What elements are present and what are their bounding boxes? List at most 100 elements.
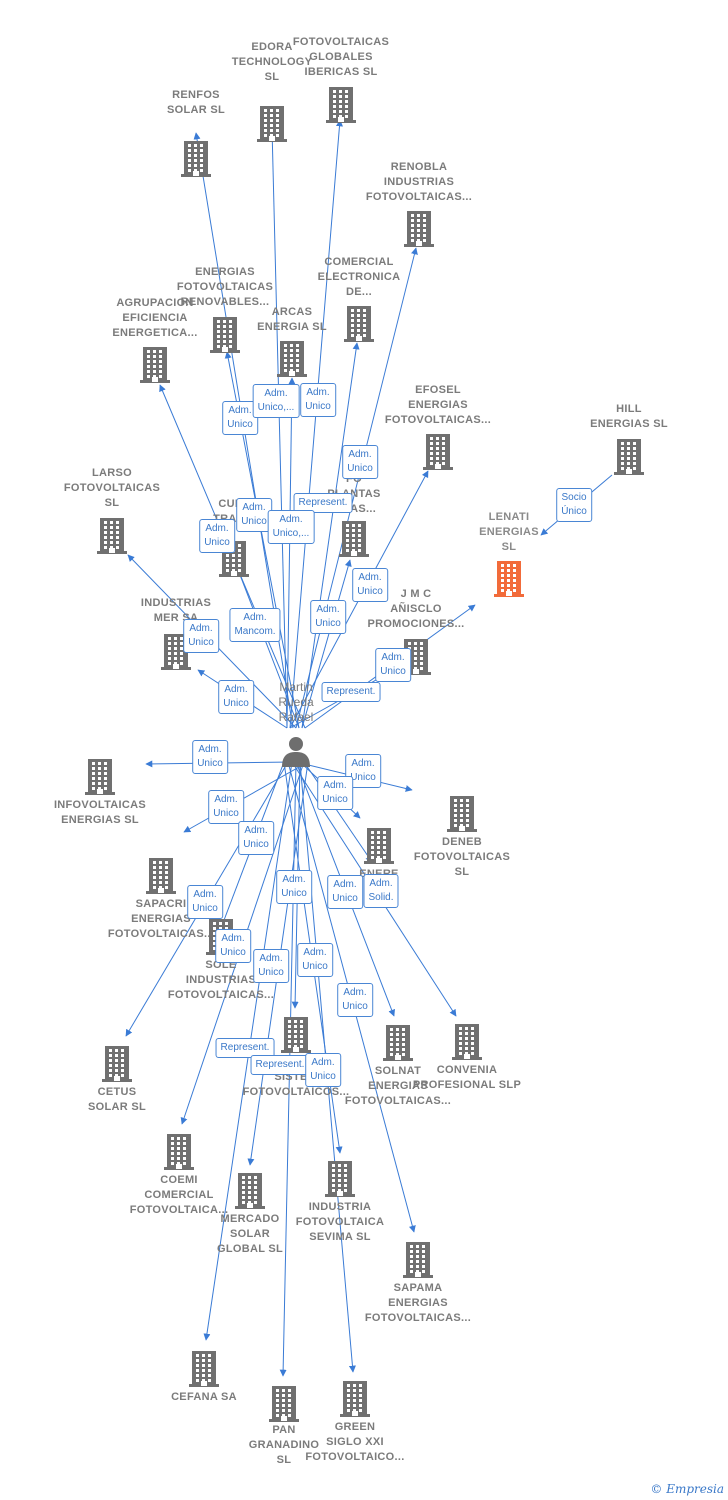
company-building-icon[interactable] xyxy=(219,1385,349,1423)
company-name-line: SOLAR SL xyxy=(166,104,225,116)
company-building-icon[interactable] xyxy=(207,105,337,143)
role-badge[interactable]: Adm. Unico,... xyxy=(252,384,300,418)
role-badge[interactable]: Adm. Unico xyxy=(276,870,312,904)
relation-edge xyxy=(234,561,300,729)
company-building-icon[interactable] xyxy=(227,340,357,378)
footer-brand[interactable]: © Empresia xyxy=(650,1482,724,1496)
company-building-icon[interactable] xyxy=(314,827,444,865)
role-badge[interactable]: Adm. Unico xyxy=(375,648,411,682)
role-badge[interactable]: Represent. xyxy=(215,1038,275,1058)
role-badge[interactable]: Adm. Unico xyxy=(310,600,346,634)
role-badge[interactable]: Adm. Unico xyxy=(300,383,336,417)
company-name-line: CETUS xyxy=(97,1086,137,1098)
role-badge[interactable]: Adm. Unico xyxy=(192,740,228,774)
company-building-icon[interactable] xyxy=(351,638,481,676)
company-node-cefana[interactable]: CEFANA SA xyxy=(139,1390,269,1405)
company-building-icon[interactable] xyxy=(52,1045,182,1083)
company-building-icon[interactable] xyxy=(373,433,503,471)
role-badge[interactable]: Adm. Unico xyxy=(305,1053,341,1087)
company-building-icon[interactable] xyxy=(231,1016,361,1054)
role-badge[interactable]: Represent. xyxy=(321,682,381,702)
company-building-icon[interactable] xyxy=(294,305,424,343)
person-name-line: Rafael xyxy=(278,710,314,724)
role-badge[interactable]: Adm. Unico xyxy=(183,619,219,653)
company-building-icon[interactable] xyxy=(185,1172,315,1210)
company-building-icon[interactable] xyxy=(131,140,261,178)
company-building-icon[interactable] xyxy=(290,1380,420,1418)
company-building-icon[interactable] xyxy=(139,1350,269,1388)
role-badge[interactable]: Adm. Unico xyxy=(208,790,244,824)
role-badge[interactable]: Adm. Unico xyxy=(342,445,378,479)
company-building-icon[interactable] xyxy=(444,560,574,598)
role-badge[interactable]: Adm. Unico xyxy=(222,401,258,435)
company-building-icon[interactable] xyxy=(289,520,419,558)
company-building-icon[interactable] xyxy=(114,1133,244,1171)
company-building-icon[interactable] xyxy=(275,1160,405,1198)
role-badge[interactable]: Adm. Unico xyxy=(218,680,254,714)
role-badge[interactable]: Socio Único xyxy=(556,488,592,522)
company-name-line: DENEB xyxy=(441,836,482,848)
company-building-icon[interactable] xyxy=(564,438,694,476)
company-building-icon[interactable] xyxy=(397,795,527,833)
role-badge[interactable]: Represent. xyxy=(293,493,353,513)
role-badge[interactable]: Adm. Unico,... xyxy=(267,510,315,544)
company-building-icon[interactable] xyxy=(47,517,177,555)
role-badge[interactable]: Adm. Unico xyxy=(337,983,373,1017)
company-name-line: HILL xyxy=(616,403,642,415)
company-building-icon[interactable] xyxy=(111,633,241,671)
role-badge[interactable]: Adm. Unico xyxy=(352,568,388,602)
company-building-icon[interactable] xyxy=(402,1023,532,1061)
company-building-icon[interactable] xyxy=(160,316,290,354)
person-node[interactable]: Martin Rueda Rafael xyxy=(266,680,326,769)
company-building-icon[interactable] xyxy=(354,210,484,248)
role-badge[interactable]: Adm. Unico xyxy=(327,875,363,909)
company-building-icon[interactable] xyxy=(96,857,226,895)
role-badge[interactable]: Represent. xyxy=(250,1055,310,1075)
person-name: Martin Rueda Rafael xyxy=(266,680,326,725)
role-badge[interactable]: Adm. Unico xyxy=(238,821,274,855)
role-badge[interactable]: Adm. Unico xyxy=(215,929,251,963)
company-building-icon[interactable] xyxy=(276,86,406,124)
role-badge[interactable]: Adm. Unico xyxy=(187,885,223,919)
role-badge[interactable]: Adm. Unico xyxy=(317,776,353,810)
company-building-icon[interactable] xyxy=(90,346,220,384)
role-badge[interactable]: Adm. Unico xyxy=(199,519,235,553)
role-badge[interactable]: Adm. Unico xyxy=(236,498,272,532)
role-badge[interactable]: Adm. Mancom. xyxy=(229,608,281,642)
company-name-line: FOTOVOLTAICAS xyxy=(292,36,390,48)
company-building-icon[interactable] xyxy=(333,1024,463,1062)
role-badge[interactable]: Adm. Solid. xyxy=(363,874,399,908)
company-building-icon[interactable] xyxy=(353,1241,483,1279)
company-building-icon[interactable] xyxy=(35,758,165,796)
role-badge[interactable]: Adm. Unico xyxy=(253,949,289,983)
role-badge[interactable]: Adm. Unico xyxy=(297,943,333,977)
